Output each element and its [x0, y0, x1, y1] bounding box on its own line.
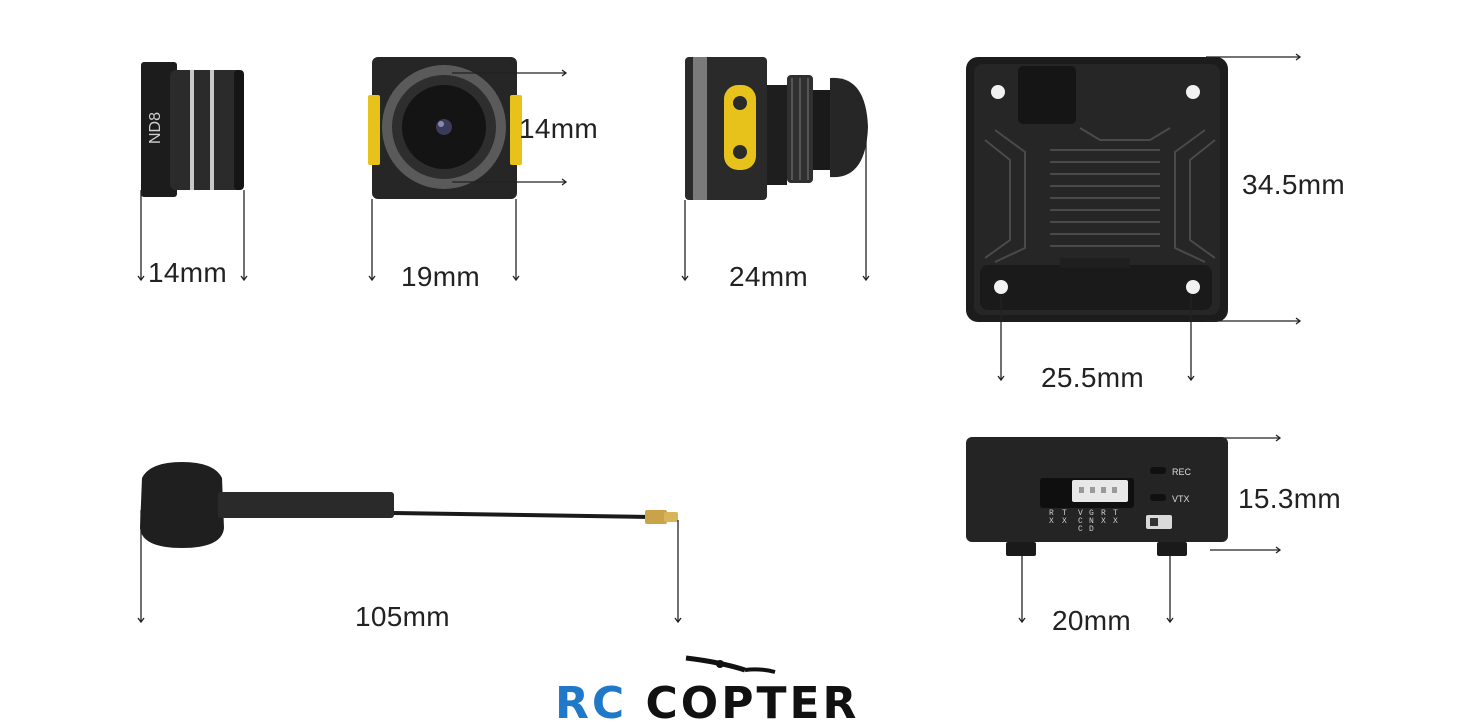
vtx-side-width-label: 20mm: [1052, 605, 1131, 636]
vtx-label: VTX: [1172, 494, 1190, 504]
svg-text:X: X: [1101, 517, 1106, 526]
svg-text:T: T: [1062, 509, 1067, 518]
nd-filter: ND8: [141, 62, 244, 197]
vtx-height-label: 34.5mm: [1242, 169, 1345, 200]
vtx-side: REC VTX RX TX VCC GND RX TX: [966, 437, 1228, 556]
svg-text:V: V: [1078, 509, 1083, 518]
vtx-thickness-label: 15.3mm: [1238, 483, 1341, 514]
vtx-hole-spacing-label: 25.5mm: [1041, 362, 1144, 393]
svg-text:X: X: [1113, 517, 1118, 526]
svg-text:D: D: [1089, 525, 1094, 534]
nd-filter-width-label: 14mm: [148, 257, 227, 288]
nd-dim-lines: [137, 190, 248, 282]
camera-front: [368, 57, 522, 199]
svg-text:N: N: [1089, 517, 1094, 526]
vtx-top-dim-lines: [997, 53, 1302, 382]
vtx-top: [966, 57, 1228, 322]
antenna: [140, 462, 678, 548]
rc-copter-logo: RC COPTER: [555, 670, 915, 723]
antenna-dim-lines: [137, 510, 682, 624]
logo-rotor-icon: [685, 655, 776, 674]
logo-copter: COPTER: [645, 678, 860, 723]
svg-text:T: T: [1113, 509, 1118, 518]
camera-depth-label: 24mm: [729, 261, 808, 292]
antenna-length-label: 105mm: [355, 601, 450, 632]
camera-side: [685, 57, 868, 200]
svg-text:R: R: [1049, 509, 1054, 518]
logo-rc: RC: [555, 678, 628, 723]
camera-width-label: 19mm: [401, 261, 480, 292]
svg-text:C: C: [1078, 517, 1083, 526]
svg-text:X: X: [1062, 517, 1067, 526]
svg-text:G: G: [1089, 509, 1094, 518]
svg-text:C: C: [1078, 525, 1083, 534]
logo-text: RC COPTER: [555, 678, 859, 723]
vtx-side-dim-lines: [1018, 434, 1282, 624]
nd-filter-label: ND8: [147, 112, 164, 144]
rec-label: REC: [1172, 467, 1192, 477]
svg-text:R: R: [1101, 509, 1106, 518]
camera-front-dim-lines: [368, 69, 568, 282]
camera-side-dim-lines: [681, 130, 870, 282]
camera-height-label: 14mm: [519, 113, 598, 144]
svg-text:X: X: [1049, 517, 1054, 526]
